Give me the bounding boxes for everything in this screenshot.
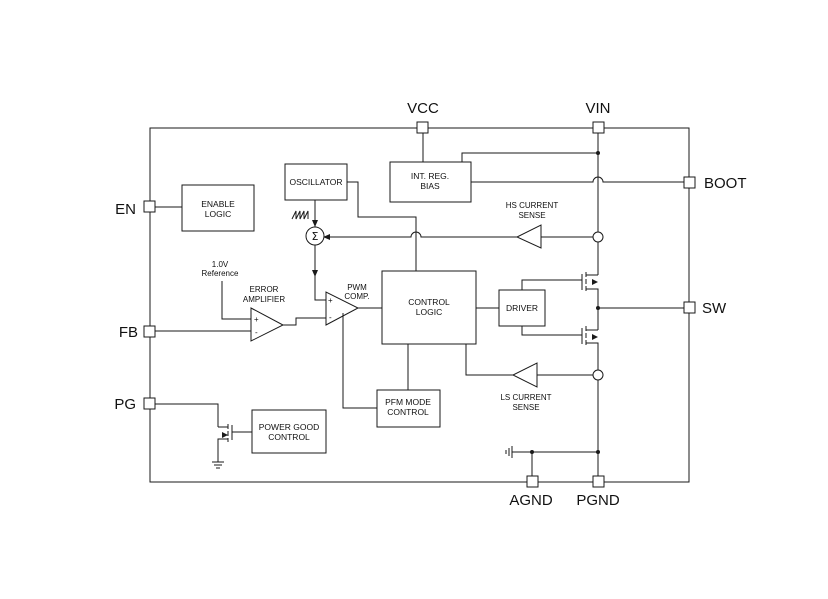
hs-sense-out-wire [323, 231, 517, 238]
vcc-pin [416, 121, 429, 134]
pgnd-pin-label: PGND [576, 492, 620, 509]
pwm-comp-minus: - [329, 313, 332, 322]
error-amp-plus: + [254, 315, 259, 324]
vin-pin [592, 121, 605, 134]
control-logic-label-1: CONTROL [408, 297, 450, 307]
ls-sense-out-wire [465, 344, 513, 376]
ls-fet-source [586, 342, 599, 370]
pg-fet-source [217, 438, 228, 462]
pfm-mode-control-block [376, 389, 441, 428]
pgnd-junction-dot [596, 450, 600, 454]
summer-arrow-top [312, 220, 318, 227]
pfm-mode-control-label-1: PFM MODE [385, 397, 431, 407]
pfm-mode-control-label-2: CONTROL [387, 407, 429, 417]
agnd-pin-label: AGND [509, 492, 553, 509]
boot-pin-label: BOOT [704, 175, 747, 192]
pgnd-pin [592, 475, 605, 488]
hs-current-sense-node [592, 231, 604, 243]
fb-pin-label: FB [119, 324, 138, 341]
hs-current-sense-label-1: HS CURRENT [506, 201, 559, 210]
ls-current-sense-amp [511, 362, 538, 388]
reference-label-1: 1.0V [212, 260, 229, 269]
boot-pin [683, 176, 696, 189]
oscillator-block [284, 163, 348, 201]
error-amplifier [250, 307, 285, 342]
int-reg-bias-label-1: INT. REG. [411, 171, 449, 181]
ls-fet-arrow [592, 334, 598, 340]
enable-logic-label-1: ENABLE [201, 199, 235, 209]
pfm-wire [342, 313, 377, 409]
sw-pin-label: SW [702, 300, 727, 317]
en-pin [143, 200, 156, 213]
boot-wire [471, 176, 684, 183]
hs-gate-wire [521, 279, 582, 290]
summer-arrow-right [323, 234, 330, 240]
vcc-pin-label: VCC [407, 100, 439, 117]
enable-logic-label-2: LOGIC [205, 209, 231, 219]
ls-current-sense-label-1: LS CURRENT [500, 393, 551, 402]
osc-control-wire [347, 181, 417, 271]
power-good-control-label-2: CONTROL [268, 432, 310, 442]
ls-current-sense-node [592, 369, 604, 381]
pwm-comp-label-2: COMP. [344, 292, 369, 301]
pwm-plus-wire [314, 277, 326, 301]
en-pin-label: EN [115, 201, 136, 218]
pg-pin-label: PG [114, 396, 136, 413]
int-reg-bias-label-2: BIAS [420, 181, 440, 191]
agnd-pin [526, 475, 539, 488]
summer-arrow-down [312, 270, 318, 277]
vin-junction-dot [596, 151, 600, 155]
error-amp-out-wire [283, 317, 326, 326]
sw-pin [683, 301, 696, 314]
enable-logic-block [181, 184, 255, 232]
error-amplifier-label-1: ERROR [250, 285, 279, 294]
pwm-comp-label-1: PWM [347, 283, 367, 292]
error-amplifier-label-2: AMPLIFIER [243, 295, 285, 304]
ls-gate-wire [521, 326, 582, 336]
control-logic-label-2: LOGIC [416, 307, 442, 317]
sawtooth-waveform-icon [291, 210, 309, 220]
hs-fet-source [586, 288, 599, 330]
fb-pin [143, 325, 156, 338]
driver-label: DRIVER [506, 303, 538, 313]
sw-junction-dot [596, 306, 600, 310]
hs-current-sense-label-2: SENSE [518, 211, 545, 220]
pwm-comp-plus: + [328, 296, 333, 305]
ls-current-sense-label-2: SENSE [512, 403, 539, 412]
pg-wire [155, 403, 219, 427]
control-logic-block [381, 270, 477, 345]
summer-symbol: Σ [312, 230, 319, 243]
hs-fet-arrow [592, 279, 598, 285]
reference-wire [221, 281, 251, 320]
vin-pin-label: VIN [585, 100, 610, 117]
bias-vin-wire [461, 152, 598, 162]
error-amp-minus: - [255, 328, 258, 337]
reference-label-2: Reference [202, 269, 239, 278]
power-good-control-label-1: POWER GOOD [259, 422, 319, 432]
pwm-comparator [325, 291, 360, 326]
pg-pin [143, 397, 156, 410]
oscillator-label: OSCILLATOR [289, 177, 342, 187]
pg-fet-arrow [222, 432, 228, 438]
